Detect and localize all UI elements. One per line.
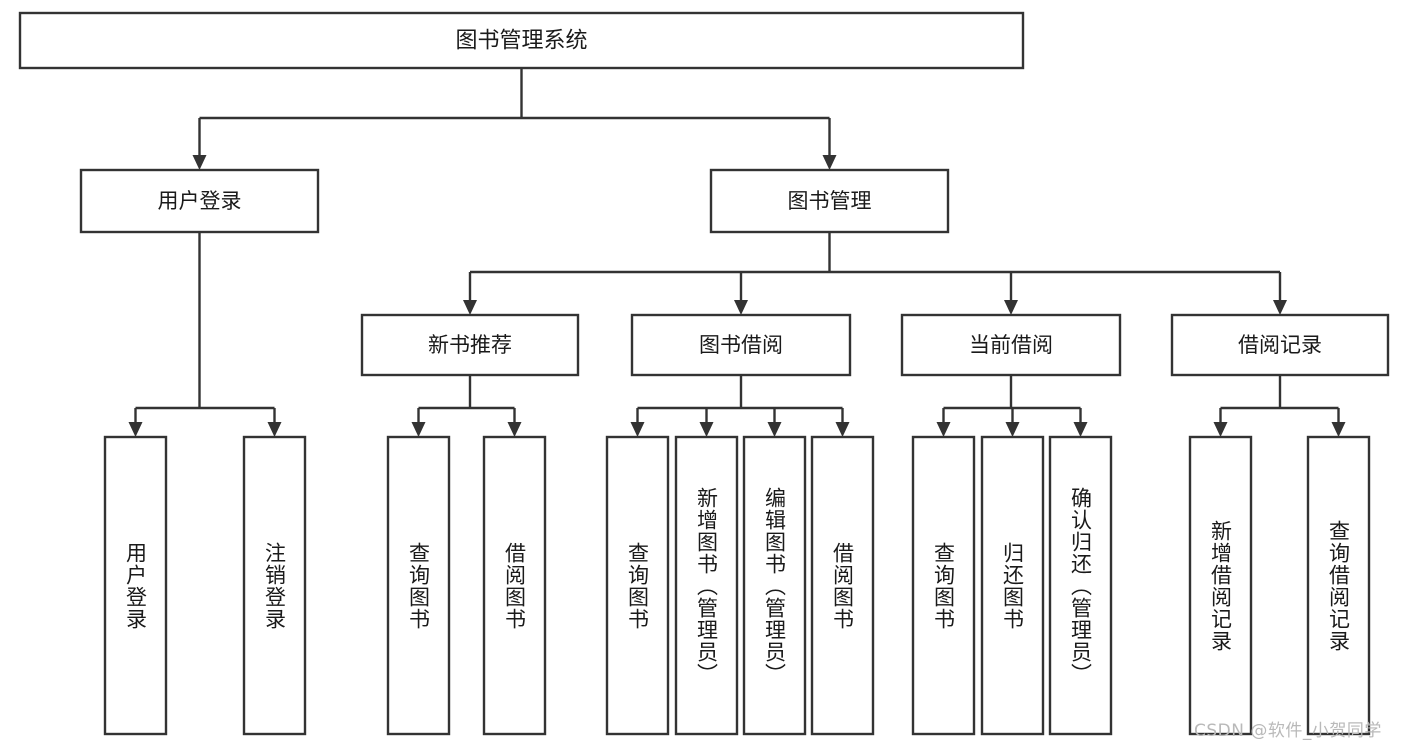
arrow-head-icon <box>1331 422 1346 437</box>
arrow-head-icon <box>463 300 477 315</box>
node-leaf-5[interactable]: 新增图书（管理员） <box>674 435 739 736</box>
arrow-head-icon <box>1005 422 1020 437</box>
node-label: 查询图书 <box>931 541 956 630</box>
node-level2-0[interactable]: 用户登录 <box>79 168 320 234</box>
node-leaf-6[interactable]: 编辑图书（管理员） <box>742 435 807 736</box>
node-label: 图书管理 <box>788 189 872 213</box>
node-leaf-8[interactable]: 查询图书 <box>911 435 976 736</box>
node-layer: 图书管理系统用户登录图书管理新书推荐图书借阅当前借阅借阅记录用户登录注销登录查询… <box>18 11 1390 736</box>
node-level3-0[interactable]: 新书推荐 <box>360 313 580 377</box>
node-label: 用户登录 <box>158 189 242 213</box>
arrow-head-icon <box>822 155 837 170</box>
node-label: 查询借阅记录 <box>1326 519 1351 652</box>
node-leaf-3[interactable]: 借阅图书 <box>482 435 547 736</box>
node-leaf-12[interactable]: 查询借阅记录 <box>1306 435 1371 736</box>
arrow-head-icon <box>1213 422 1228 437</box>
node-level3-2[interactable]: 当前借阅 <box>900 313 1122 377</box>
node-leaf-11[interactable]: 新增借阅记录 <box>1188 435 1253 736</box>
node-label: 借阅图书 <box>502 541 527 630</box>
node-level3-3[interactable]: 借阅记录 <box>1170 313 1390 377</box>
node-leaf-2[interactable]: 查询图书 <box>386 435 451 736</box>
node-level2-1[interactable]: 图书管理 <box>709 168 950 234</box>
arrow-head-icon <box>267 422 282 437</box>
node-label: 用户登录 <box>123 541 148 630</box>
arrow-head-icon <box>411 422 426 437</box>
node-leaf-4[interactable]: 查询图书 <box>605 435 670 736</box>
node-label: 注销登录 <box>262 541 287 630</box>
arrow-head-icon <box>192 155 207 170</box>
node-label: 编辑图书（管理员） <box>762 486 787 685</box>
node-label: 确认归还（管理员） <box>1068 486 1093 685</box>
node-leaf-7[interactable]: 借阅图书 <box>810 435 875 736</box>
node-label: 借阅记录 <box>1238 333 1322 357</box>
arrow-head-icon <box>936 422 951 437</box>
arrow-head-icon <box>1273 300 1287 315</box>
node-label: 查询图书 <box>406 541 431 630</box>
node-label: 归还图书 <box>1000 541 1025 630</box>
node-leaf-1[interactable]: 注销登录 <box>242 435 307 736</box>
node-label: 图书借阅 <box>699 333 783 357</box>
node-label: 新增借阅记录 <box>1208 519 1233 652</box>
arrow-head-icon <box>835 422 850 437</box>
node-label: 新增图书（管理员） <box>694 486 719 685</box>
arrow-head-icon <box>630 422 645 437</box>
node-label: 图书管理系统 <box>455 29 587 54</box>
node-label: 当前借阅 <box>969 333 1053 357</box>
connector-layer <box>128 68 1346 437</box>
node-leaf-9[interactable]: 归还图书 <box>980 435 1045 736</box>
arrow-head-icon <box>699 422 714 437</box>
node-label: 新书推荐 <box>428 333 512 357</box>
arrow-head-icon <box>128 422 143 437</box>
arrow-head-icon <box>734 300 748 315</box>
arrow-head-icon <box>1073 422 1088 437</box>
node-leaf-10[interactable]: 确认归还（管理员） <box>1048 435 1113 736</box>
node-root[interactable]: 图书管理系统 <box>18 11 1025 70</box>
arrow-head-icon <box>767 422 782 437</box>
arrow-head-icon <box>1004 300 1018 315</box>
node-label: 查询图书 <box>625 541 650 630</box>
node-label: 借阅图书 <box>830 541 855 630</box>
node-leaf-0[interactable]: 用户登录 <box>103 435 168 736</box>
arrow-head-icon <box>507 422 522 437</box>
node-level3-1[interactable]: 图书借阅 <box>630 313 852 377</box>
